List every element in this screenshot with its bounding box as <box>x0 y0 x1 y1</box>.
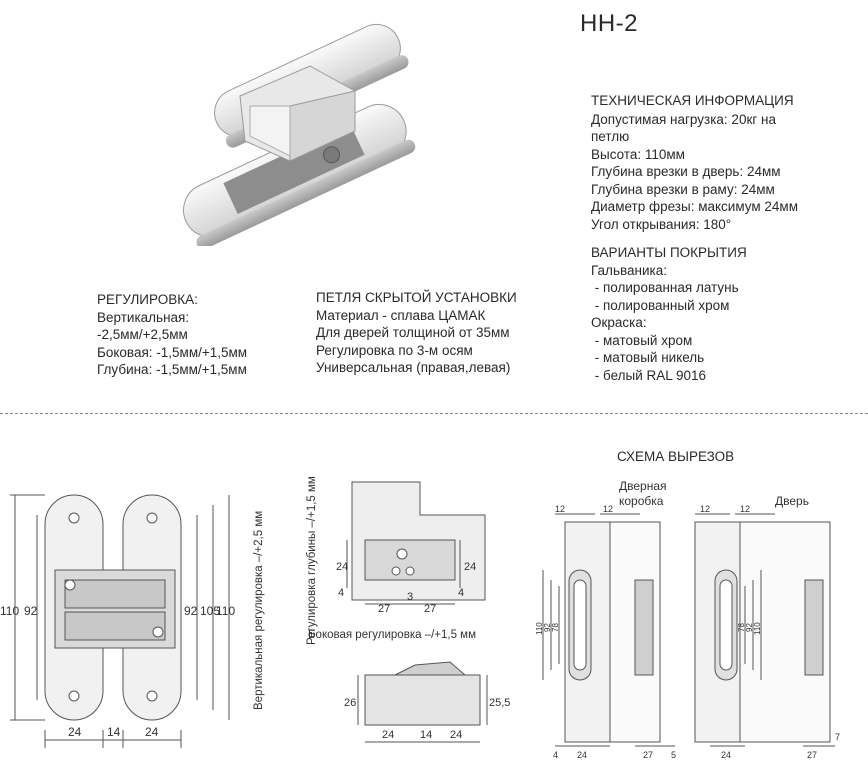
hinge-product-image <box>183 23 416 246</box>
hinge-info-heading: ПЕТЛЯ СКРЫТОЙ УСТАНОВКИ <box>316 290 517 305</box>
door-label: Дверь <box>775 494 809 508</box>
tech-line: Диаметр фрезы: максимум 24мм <box>591 199 798 214</box>
coating-line: - матовый хром <box>591 332 693 348</box>
dim-24b: 24 <box>464 561 476 573</box>
frame-label-line1: Дверная <box>619 479 667 493</box>
dim-bottom-7: 7 <box>835 732 840 742</box>
dim-bottom-24a: 24 <box>382 729 394 741</box>
dim-top-12a: 12 <box>555 504 565 514</box>
adjustment-heading: РЕГУЛИРОВКА: <box>97 292 198 307</box>
adjustment-line: Вертикальная: <box>97 309 190 325</box>
dim-4a: 4 <box>338 587 344 599</box>
dim-v-110-left: 110 <box>535 622 544 635</box>
dim-92-left: 92 <box>24 604 38 618</box>
depth-adjustment-label: Регулировка глубины –/+1,5 мм <box>306 476 318 645</box>
vertical-adjustment-label: Вертикальная регулировка –/+2,5 мм <box>253 511 265 710</box>
tech-info-heading: ТЕХНИЧЕСКАЯ ИНФОРМАЦИЯ <box>591 93 794 108</box>
section-divider <box>0 413 868 414</box>
adjustment-block: РЕГУЛИРОВКА: Вертикальная: -2,5мм/+2,5мм… <box>97 291 247 379</box>
hinge-info-line: Материал - сплава ЦАМАК <box>316 307 486 323</box>
tech-line: петлю <box>591 129 630 144</box>
dim-v-78-left: 78 <box>551 623 560 632</box>
dim-v-110-right: 110 <box>753 622 762 635</box>
hinge-front-drawing: 110 92 92 105 110 24 14 24 Вертикальная … <box>0 494 265 748</box>
dim-3: 3 <box>407 591 413 603</box>
dim-top-12d: 12 <box>740 504 750 514</box>
dim-27a: 27 <box>378 603 390 615</box>
dim-110-right: 110 <box>216 604 235 618</box>
hinge-info-line: Регулировка по 3-м осям <box>316 342 473 358</box>
dim-bottom-24-left: 24 <box>577 750 587 760</box>
dim-v-92-left: 92 <box>543 623 552 632</box>
dim-4b: 4 <box>458 587 464 599</box>
dim-105-right: 105 <box>200 604 220 618</box>
dim-top-12c: 12 <box>700 504 710 514</box>
coating-block: ВАРИАНТЫ ПОКРЫТИЯ Гальваника: - полирова… <box>591 244 747 384</box>
dim-bottom-14: 14 <box>420 729 432 741</box>
adjustment-line: Боковая: -1,5мм/+1,5мм <box>97 344 248 360</box>
dim-24a: 24 <box>336 561 348 573</box>
tech-line: Глубина врезки в дверь: 24мм <box>591 164 781 179</box>
dim-bottom-4: 4 <box>553 750 558 760</box>
dim-bottom-24b: 24 <box>450 729 462 741</box>
dim-27b: 27 <box>424 603 436 615</box>
dim-bottom-24b: 24 <box>145 725 159 739</box>
frame-label-line2: коробка <box>619 494 664 508</box>
model-title: НН-2 <box>580 10 639 37</box>
hinge-info-line: Универсальная (правая,левая) <box>316 360 511 375</box>
dim-110-left: 110 <box>0 604 19 618</box>
coating-line: - полированный хром <box>591 297 730 313</box>
dim-v-92-right: 92 <box>745 623 754 632</box>
coating-line: - полированная латунь <box>591 280 739 295</box>
dim-bottom-27-left: 27 <box>643 750 653 760</box>
dim-bottom-14: 14 <box>107 725 121 739</box>
dim-bottom-24a: 24 <box>68 725 82 739</box>
tech-line: Высота: 110мм <box>591 146 685 162</box>
dim-bottom-24-right: 24 <box>721 750 731 760</box>
hinge-info-line: Для дверей толщиной от 35мм <box>316 325 510 340</box>
dim-bottom-5: 5 <box>671 750 676 760</box>
dim-25-5: 25,5 <box>489 697 510 709</box>
cutout-scheme-drawing: Дверная коробка Дверь 12 12 12 12 110 92… <box>535 479 840 760</box>
dim-top-12b: 12 <box>603 504 613 514</box>
coating-line: Гальваника: <box>591 262 667 278</box>
hinge-info-block: ПЕТЛЯ СКРЫТОЙ УСТАНОВКИ Материал - сплав… <box>316 289 517 377</box>
tech-line: Допустимая нагрузка: 20кг на <box>591 111 776 127</box>
hinge-adjustment-drawing: Регулировка глубины –/+1,5 мм 24 24 4 4 … <box>306 476 510 743</box>
coating-line: Окраска: <box>591 315 647 330</box>
dim-92-right: 92 <box>184 604 198 618</box>
coating-line: - белый RAL 9016 <box>591 367 707 383</box>
tech-info-block: ТЕХНИЧЕСКАЯ ИНФОРМАЦИЯ Допустимая нагруз… <box>591 92 798 233</box>
tech-line: Глубина врезки в раму: 24мм <box>591 181 775 197</box>
dim-26: 26 <box>344 697 356 709</box>
tech-line: Угол открывания: 180° <box>591 216 732 232</box>
side-adjustment-label: Боковая регулировка –/+1,5 мм <box>308 629 476 641</box>
adjustment-line: -2,5мм/+2,5мм <box>97 327 188 342</box>
dim-bottom-27-right: 27 <box>807 750 817 760</box>
adjustment-line: Глубина: -1,5мм/+1,5мм <box>97 362 247 377</box>
dim-v-78-right: 78 <box>737 623 746 632</box>
scheme-title: СХЕМА ВЫРЕЗОВ <box>617 449 735 464</box>
coating-line: - матовый никель <box>591 350 705 365</box>
coating-heading: ВАРИАНТЫ ПОКРЫТИЯ <box>591 245 747 260</box>
